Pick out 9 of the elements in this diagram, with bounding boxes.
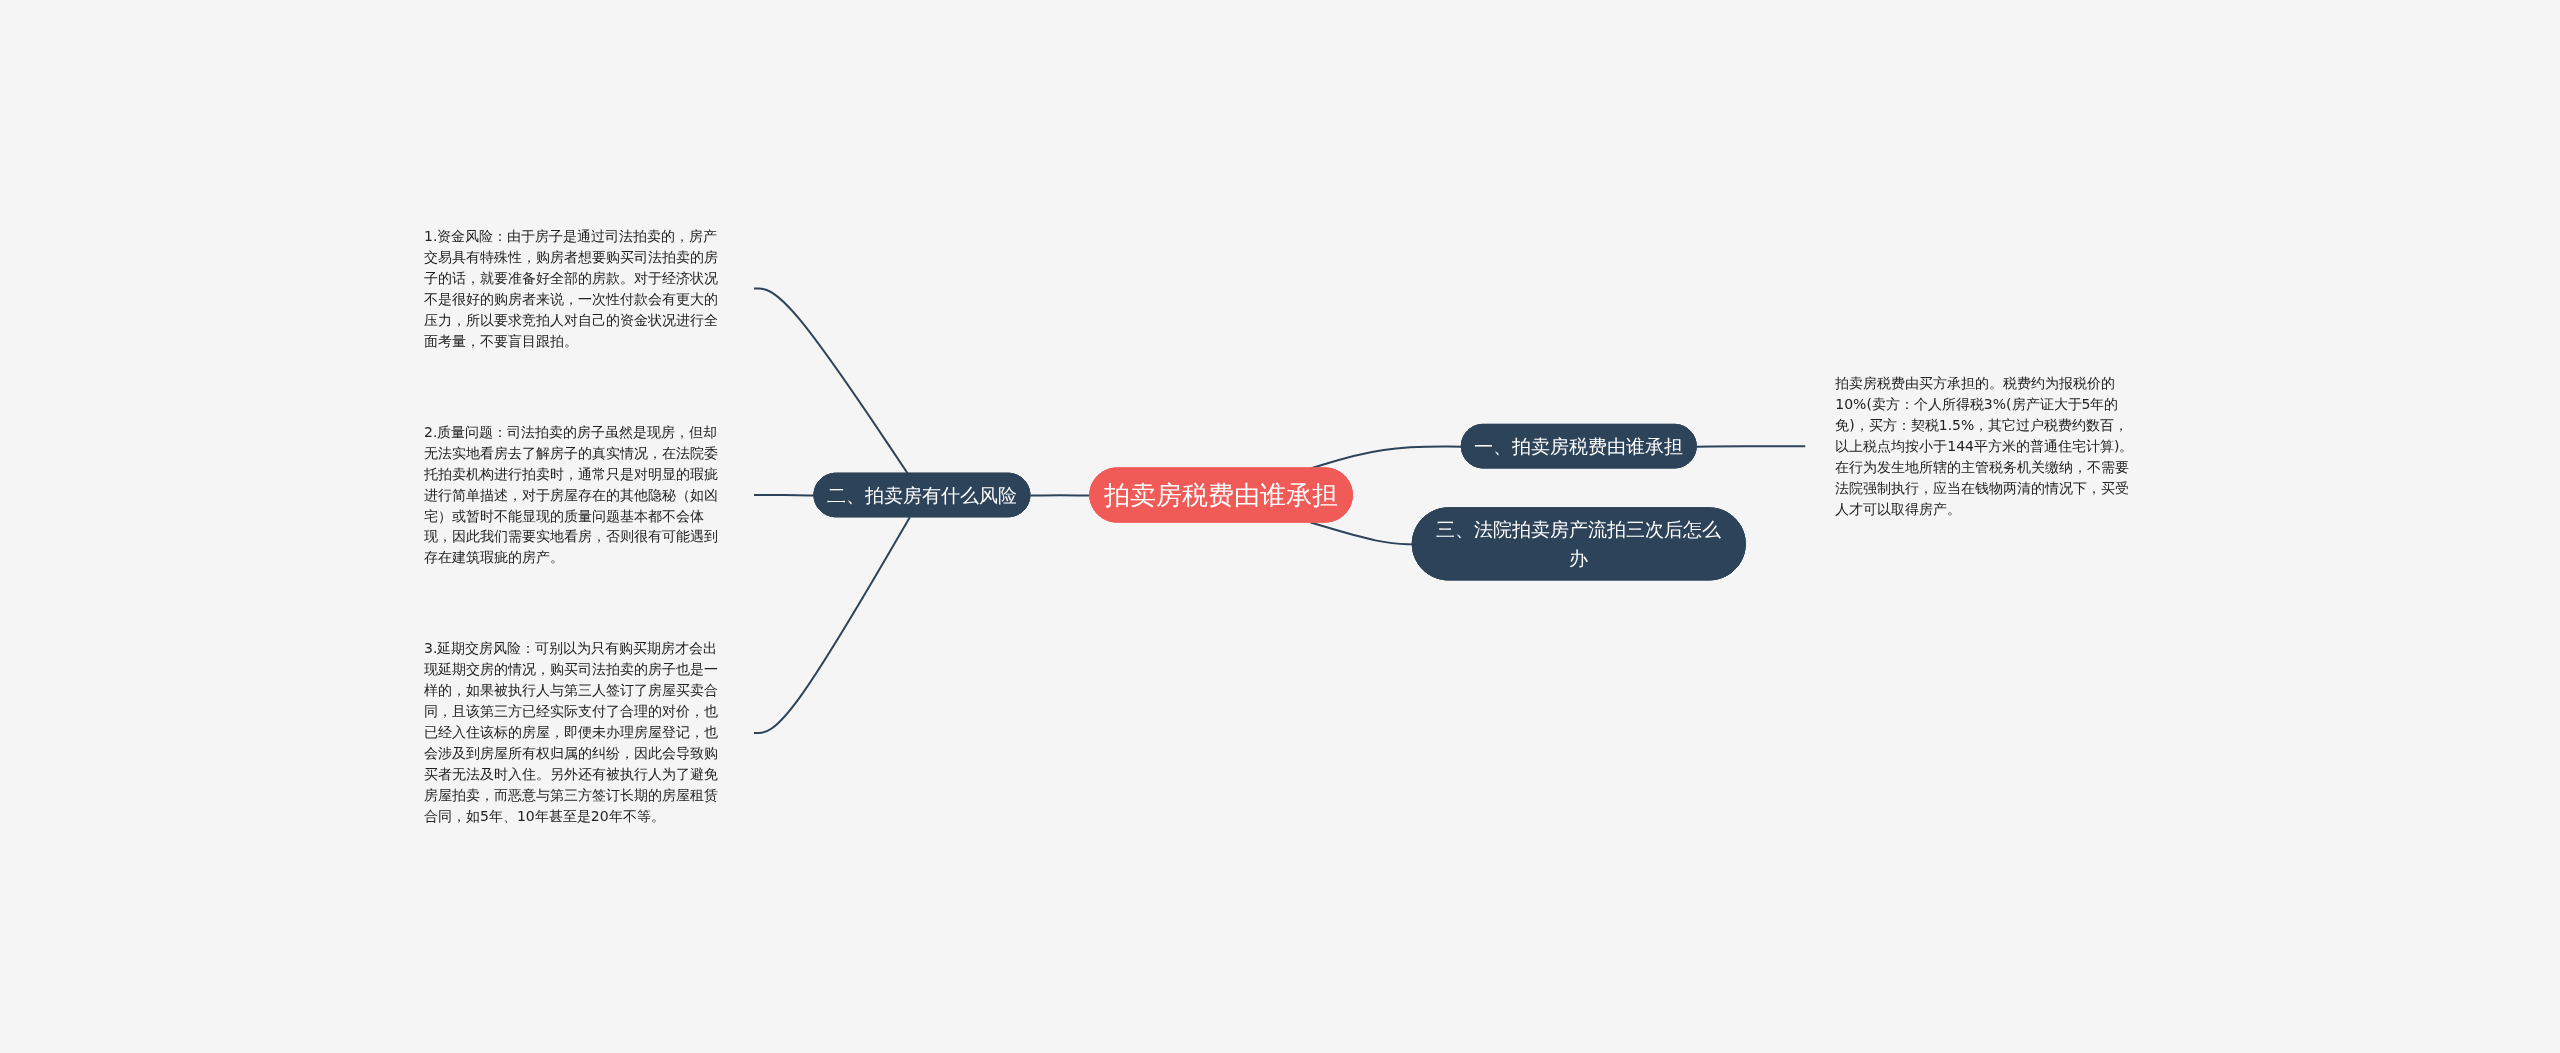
connector <box>753 494 816 497</box>
node-text: 拍卖房税费由买方承担的。税费约为报税价的10%(卖方：个人所得税3%(房产证大于5年的免)，买方：契税1.5%，其它过户税费约数百，以上税点均按小于144平方米的普通住宅计算)。在行为发生地所辖的主管税务机关缴纳，不需要法院强制执行，应当在钱物两清的情况下，买受人才可以取得房产。 <box>1835 374 2134 517</box>
node-text: 3.延期交房风险：可别以为只有购买期房才会出现延期交房的情况，购买司法拍卖的房子也是一样的，如果被执行人与第三人签订了房屋买卖合同，且该第三方已经实际支付了合理的对价，也已经入住该标的房屋，即便未办理房屋登记，也会涉及到房屋所有权归属的纠纷，因此会导致购买者无法及时入住。另外还有被执行人为了避免房屋拍卖，而恶意与第三方签订长期的房屋租赁合同，如5年、10年甚至是20年不等。 <box>424 640 719 825</box>
connector <box>753 287 910 475</box>
connector <box>1029 494 1092 497</box>
connector <box>753 516 912 734</box>
node-text: 1.资金风险：由于房子是通过司法拍卖的，房产交易具有特殊性，购房者想要购买司法拍卖的房子的话，就要准备好全部的房款。对于经济状况不是很好的购房者来说，一次性付款会有更大的压力，所以要求竞拍人对自己的资金状况进行全面考量，不要盲目跟拍。 <box>424 227 719 349</box>
node-text: 2.质量问题：司法拍卖的房子虽然是现房，但却无法实地看房去了解房子的真实情况，在法院委托拍卖机构进行拍卖时，通常只是对明显的瑕疵进行简单描述，对于房屋存在的其他隐秘（如凶宅）或暂时不能显现的质量问题基本都不会体现，因此我们需要实地看房，否则很有可能遇到存在建筑瑕疵的房产。 <box>424 423 719 566</box>
connector <box>1696 445 1807 448</box>
